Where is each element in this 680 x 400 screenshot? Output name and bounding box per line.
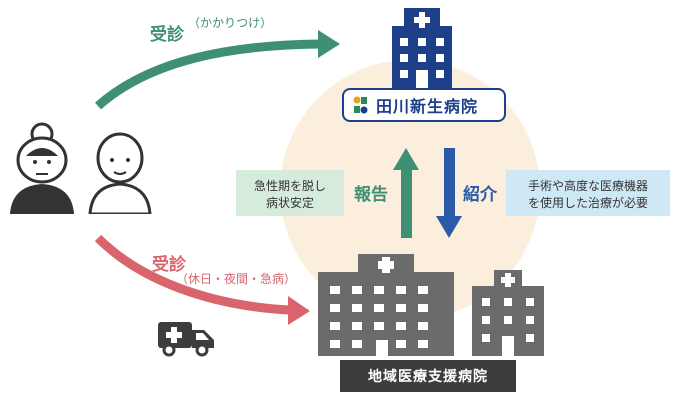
visit-emergency-arrowhead	[288, 296, 310, 325]
visit-emergency-arrow	[94, 234, 291, 315]
visit-regular-arrowhead	[318, 30, 340, 58]
visit-regular-label: 受診	[150, 25, 184, 45]
clinic-building-icon	[472, 270, 544, 356]
referral-reason-note: 手術や高度な医療機器 を使用した治療が必要	[506, 170, 670, 216]
visit-regular-sublabel: （かかりつけ）	[188, 16, 273, 30]
report-reason-line-1: 急性期を脱し	[253, 179, 326, 193]
ambulance-icon	[158, 322, 214, 357]
referral-label: 紹介	[463, 185, 497, 205]
referral-reason-line-1: 手術や高度な医療機器	[527, 179, 648, 193]
hospital-building-icon	[392, 8, 452, 90]
patient-man-icon	[88, 132, 152, 214]
visit-emergency-label: 受診	[152, 255, 186, 275]
hospital-name: 田川新生病院	[376, 97, 479, 116]
hospital-logo: 田川新生病院	[342, 88, 506, 122]
regional-hospital-label: 地域医療支援病院	[340, 360, 516, 392]
report-arrowhead	[393, 148, 419, 170]
referral-arrow-shaft	[444, 148, 455, 218]
hospital-logo-icon	[353, 96, 368, 114]
patient-woman-icon	[10, 122, 74, 214]
report-reason-note: 急性期を脱し 病状安定	[236, 170, 344, 216]
visit-regular-arrow	[95, 39, 321, 110]
report-label: 報告	[354, 185, 388, 205]
report-arrow-shaft	[401, 168, 412, 238]
visit-emergency-sublabel: （休日・夜間・急病）	[176, 272, 297, 286]
referral-reason-line-2: を使用した治療が必要	[527, 196, 648, 210]
report-reason-line-2: 病状安定	[265, 196, 314, 210]
regional-hospital-building-icon	[318, 254, 454, 356]
referral-arrowhead	[436, 216, 462, 238]
